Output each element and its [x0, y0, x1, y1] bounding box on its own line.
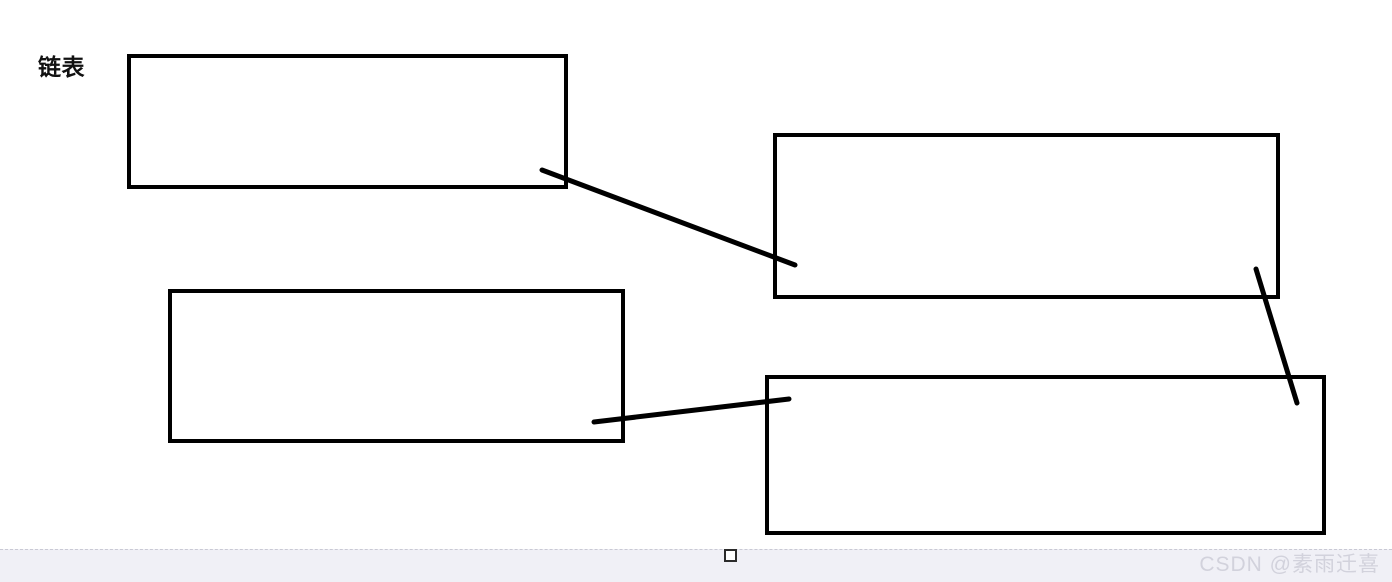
rect-bottom-right[interactable]	[765, 375, 1326, 535]
rectangle-layer	[127, 54, 1326, 535]
bottom-status-bar	[0, 549, 1392, 582]
rect-bottom-left[interactable]	[168, 289, 625, 443]
drawing-canvas[interactable]: 链表	[0, 0, 1392, 549]
rect-top-left[interactable]	[127, 54, 568, 189]
connector-bottom-left-to-bottom-right[interactable]	[591, 396, 792, 425]
rect-top-right[interactable]	[773, 133, 1280, 299]
connector-top-right-to-bottom-right[interactable]	[1253, 266, 1300, 406]
page-marker-square[interactable]	[724, 549, 737, 562]
csdn-watermark: CSDN @素雨迁喜	[1199, 553, 1380, 576]
connector-layer	[539, 167, 1300, 425]
diagram-vector-layer	[127, 54, 1326, 535]
diagram-label-linked-list: 链表	[38, 54, 85, 80]
connector-top-left-to-top-right[interactable]	[539, 167, 798, 268]
